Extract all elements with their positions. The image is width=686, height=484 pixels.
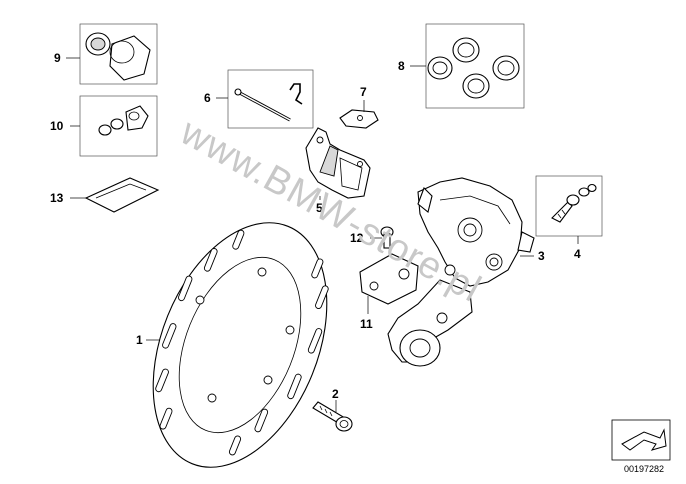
diagram-code: 00197282 <box>624 464 664 474</box>
callout-3: 3 <box>538 249 545 263</box>
callout-6: 6 <box>204 91 211 105</box>
arrow-icon-box <box>611 419 671 461</box>
callout-5: 5 <box>316 201 323 215</box>
caliper-repair-kit <box>79 95 158 157</box>
arrow-icon <box>621 428 667 451</box>
brake-pads <box>305 127 371 199</box>
piston-kit <box>79 23 158 85</box>
callout-1: 1 <box>136 333 143 347</box>
callout-11: 11 <box>360 317 373 331</box>
pad-pin-kit <box>227 69 314 129</box>
callout-4: 4 <box>574 247 581 261</box>
callout-10: 10 <box>50 119 64 133</box>
brake-caliper <box>417 177 535 287</box>
caliper-plate <box>359 253 419 305</box>
callout-8: 8 <box>398 59 405 73</box>
disc-bolt <box>312 401 353 432</box>
callout-13: 13 <box>50 191 64 205</box>
bleed-valve-kit <box>535 175 603 237</box>
caliper-bracket <box>387 279 473 367</box>
callout-9: 9 <box>54 51 61 65</box>
callout-7: 7 <box>360 85 367 99</box>
pad-spring <box>339 109 379 129</box>
brake-disc <box>152 222 329 468</box>
callout-12: 12 <box>350 231 364 245</box>
screw <box>380 226 394 249</box>
leader-lines <box>66 57 579 412</box>
seal-ring-kit <box>425 23 525 109</box>
grease-pack <box>84 177 160 213</box>
callout-2: 2 <box>332 387 339 401</box>
callout-numbers: 1 2 3 4 5 6 7 8 9 10 11 12 13 <box>50 51 581 401</box>
